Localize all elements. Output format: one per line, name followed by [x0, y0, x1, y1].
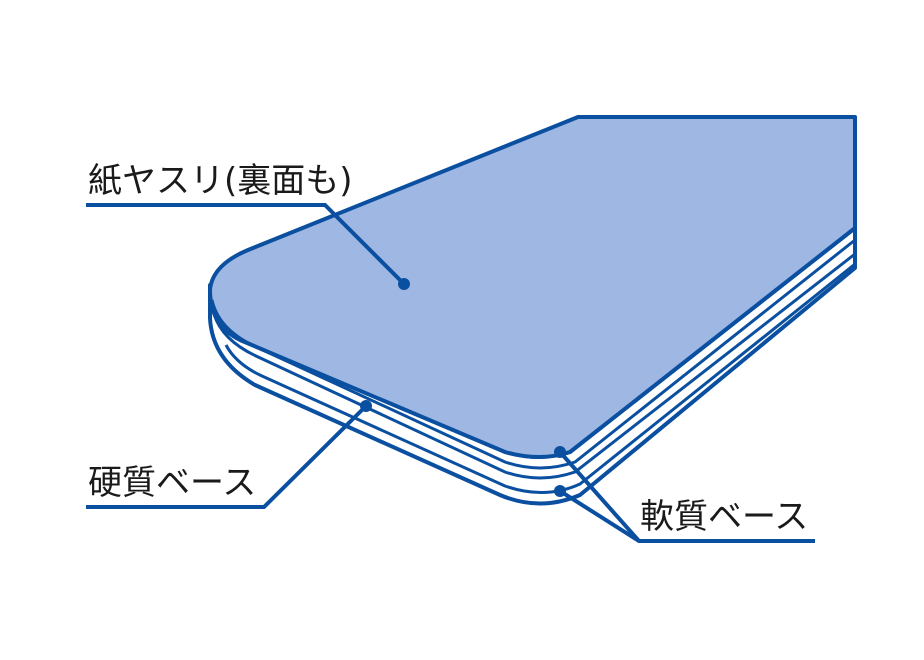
dot-soft-base-upper [554, 446, 566, 458]
label-hard-base: 硬質ベース [88, 463, 256, 503]
label-sandpaper: 紙ヤスリ(裏面も) [88, 161, 353, 201]
dot-sandpaper [398, 278, 410, 290]
leader-line-hard-base [86, 404, 368, 509]
leader-line-sandpaper [86, 203, 406, 286]
leader-line-soft-base-lower [558, 489, 815, 543]
label-soft-base: 軟質ベース [640, 497, 808, 537]
layer-line-hard-base-top [212, 252, 856, 480]
leader-line-soft-base-upper [558, 450, 641, 543]
dot-soft-base-lower [554, 485, 566, 497]
dot-hard-base [360, 400, 372, 412]
layer-line-sandpaper-bottom [210, 238, 856, 470]
